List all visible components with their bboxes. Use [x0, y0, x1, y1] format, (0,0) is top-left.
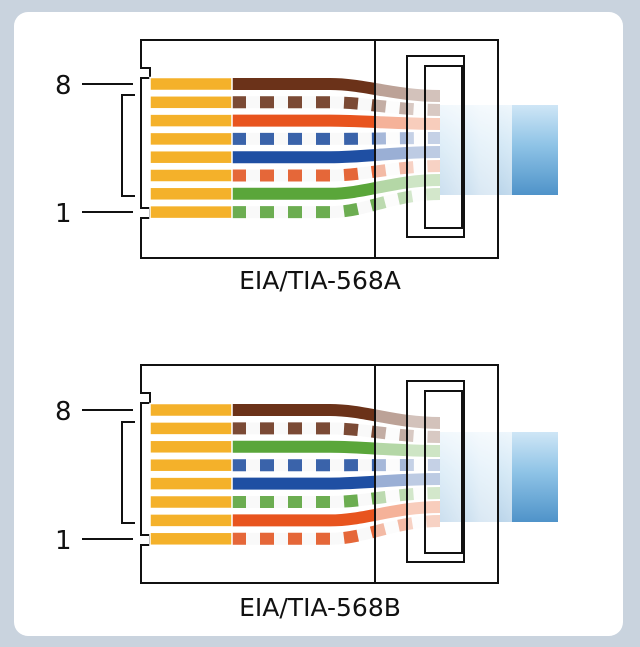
contact-pin	[149, 402, 233, 418]
connector-568a: 8 1 EIA/TIA-568A	[55, 39, 558, 295]
contact-pin	[149, 186, 233, 202]
contact-pin	[149, 204, 233, 220]
contact-pin	[149, 76, 233, 92]
contact-pins	[149, 76, 233, 220]
pin-8-marker: 8	[55, 397, 133, 427]
pin-1-marker: 1	[55, 199, 133, 229]
contact-pin	[149, 457, 233, 473]
contact-pin	[149, 149, 233, 165]
pin-8-marker: 8	[55, 71, 133, 101]
pin-1-marker: 1	[55, 526, 133, 556]
contact-pin	[149, 439, 233, 455]
connector-568b: 8 1 EIA/TIA-568B	[55, 364, 558, 622]
contact-pin	[149, 531, 233, 547]
standard-caption: EIA/TIA-568A	[239, 266, 401, 295]
contact-pin	[149, 113, 233, 128]
contact-pin	[149, 95, 233, 110]
plug-body	[140, 364, 499, 584]
pin-8-label: 8	[55, 397, 72, 427]
pin-1-label: 1	[55, 526, 72, 556]
pin-8-label: 8	[55, 71, 72, 101]
standard-caption: EIA/TIA-568B	[239, 593, 401, 622]
contact-pin	[149, 513, 233, 528]
contact-pins	[149, 402, 233, 547]
pin-1-label: 1	[55, 199, 72, 229]
contact-pin	[149, 168, 233, 183]
pin-bracket	[121, 421, 135, 524]
plug-body	[140, 39, 499, 259]
contact-pin	[149, 494, 233, 510]
contact-pin	[149, 476, 233, 491]
pin-bracket	[121, 94, 135, 197]
contact-pin	[149, 421, 233, 436]
contact-pin	[149, 131, 233, 147]
